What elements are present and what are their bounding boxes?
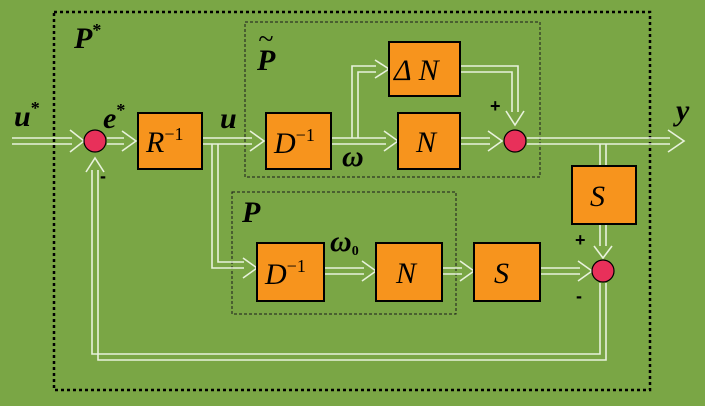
frame-p-label: P [241,196,261,229]
sign-top-plus: + [490,96,501,116]
svg-text:Δ N: Δ N [393,54,441,87]
frame-p-tilde [244,21,541,178]
summing-junction-output [503,129,527,153]
svg-text:D−1: D−1 [264,256,306,291]
signal-y: y [673,94,690,127]
svg-text:S: S [494,257,509,290]
signal-wires [12,59,686,361]
block-n-top: N [397,112,461,170]
block-s-bottom: S [473,242,541,302]
summing-junction-bottom [591,259,615,283]
signal-u-star: u* [14,98,40,133]
frame-p [231,191,457,315]
frame-p-star [52,10,652,392]
svg-text:N: N [395,257,418,290]
summing-junction-input [83,129,107,153]
frame-p-tilde-label: P [256,44,276,77]
block-d-inverse-bottom: D−1 [256,242,325,302]
block-d-inverse-top: D−1 [265,112,332,170]
svg-text:N: N [415,126,438,159]
signal-u: u [220,102,237,135]
block-delta-n: Δ N [388,41,461,97]
frame-p-star-label: P* [73,20,101,55]
block-r-inverse: R−1 [137,112,203,170]
block-s-right: S [571,165,637,225]
svg-text:D−1: D−1 [273,125,315,160]
frame-p-tilde-tilde: ~ [258,24,273,55]
sign-bottom-minus: - [576,286,582,306]
block-n-bottom: N [375,242,443,302]
sign-input-minus: - [100,166,106,186]
signal-e-star: e* [103,100,125,135]
signal-omega: ω [342,140,364,173]
sign-bottom-plus: + [575,230,586,250]
signal-omega0: ω0 [330,225,359,259]
svg-text:S: S [590,180,605,213]
svg-text:R−1: R−1 [145,124,183,159]
